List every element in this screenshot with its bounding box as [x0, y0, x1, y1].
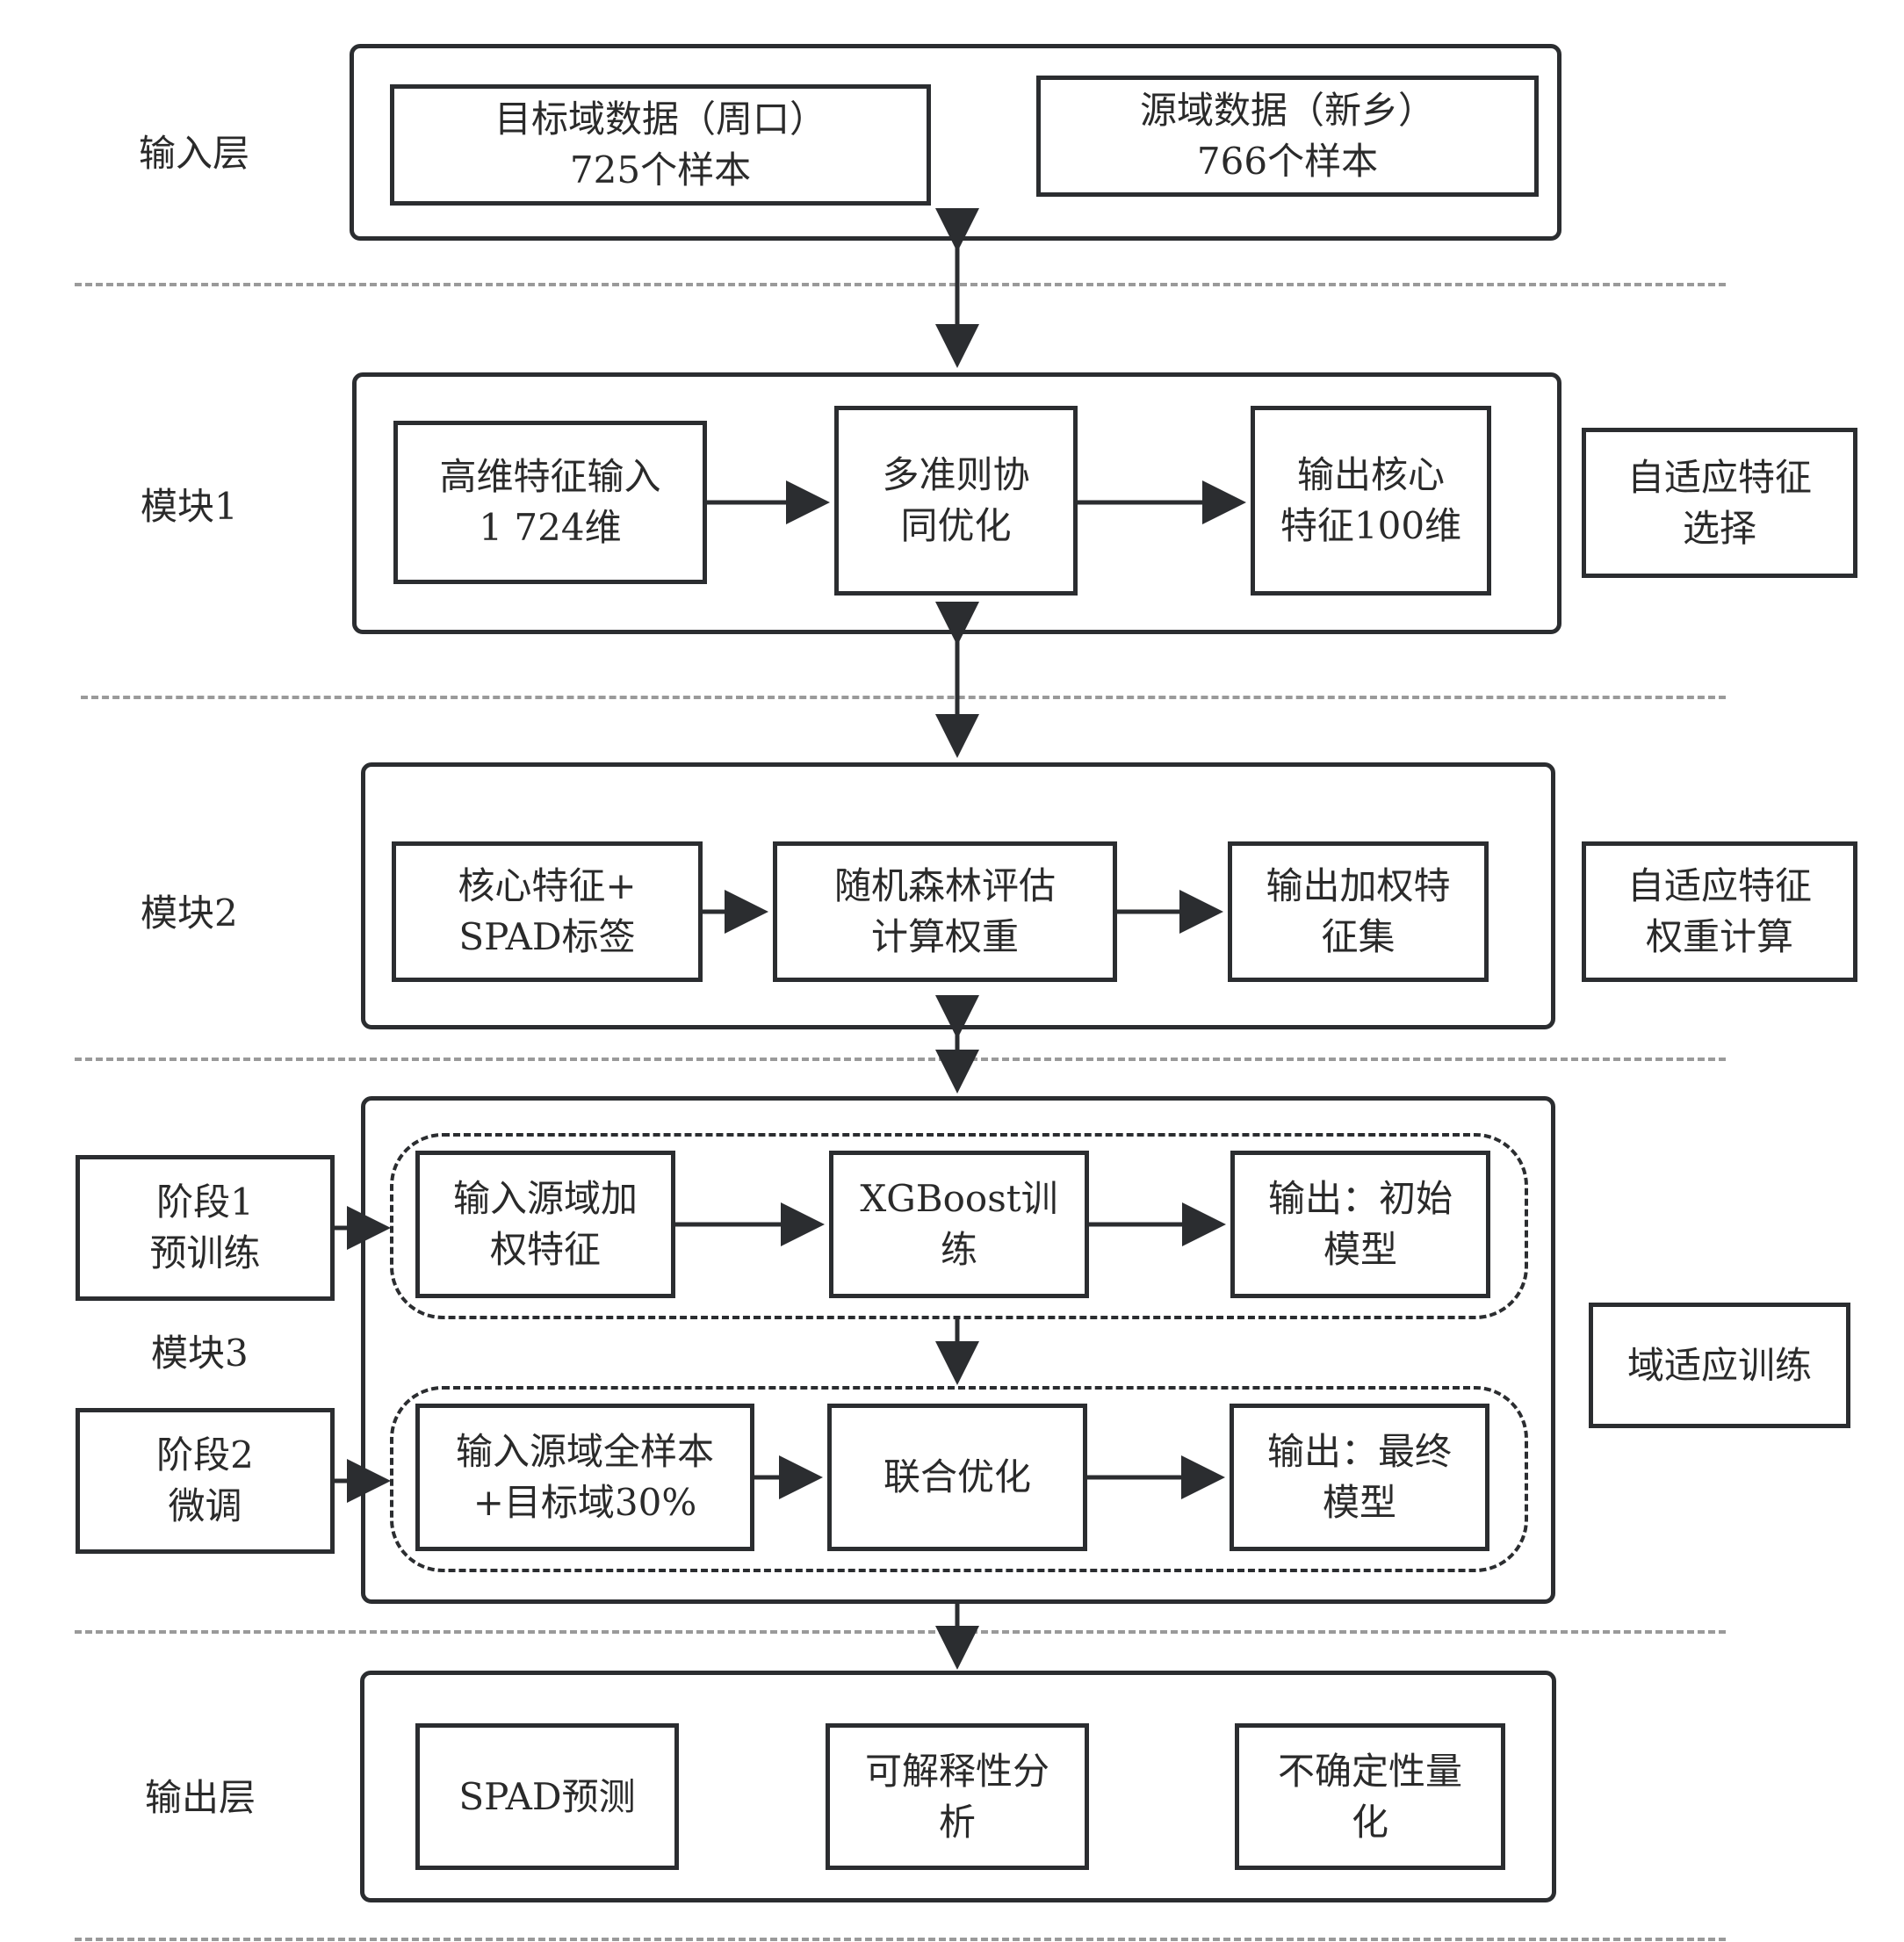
module2-side-label-box: 自适应特征 权重计算 [1582, 841, 1857, 982]
stage2-step-full-input: 输入源域全样本 +目标域30% [415, 1404, 754, 1551]
step-text-line2: 特征100维 [1280, 504, 1462, 547]
step-text-line1: 输出加权特 [1266, 864, 1451, 907]
step-text-line2: +目标域30% [472, 1481, 697, 1524]
target-domain-title: 目标域数据（周口） [494, 97, 826, 141]
separator-4 [75, 1630, 1726, 1634]
source-domain-title: 源域数据（新乡） [1139, 89, 1435, 132]
module1-label: 模块1 [141, 485, 238, 528]
step-text-line1: 核心特征+ [458, 864, 637, 907]
output-text-line1: SPAD预测 [458, 1774, 636, 1818]
module1-step-high-dim-input: 高维特征输入 1 724维 [393, 421, 707, 584]
step-text-line1: 输出：最终 [1266, 1430, 1452, 1473]
side-text-line2: 选择 [1682, 506, 1756, 550]
stage2-step-joint-optimization: 联合优化 [827, 1404, 1087, 1551]
step-text-line1: 联合优化 [883, 1455, 1031, 1498]
step-text-line1: XGBoost训 [860, 1177, 1058, 1220]
stage1-step-xgboost: XGBoost训 练 [829, 1151, 1089, 1298]
step-text-line2: 1 724维 [479, 506, 622, 549]
step-text-line2: 同优化 [900, 504, 1012, 547]
module2-step-random-forest: 随机森林评估 计算权重 [773, 841, 1117, 982]
side-text-line1: 自适应特征 [1626, 864, 1812, 907]
module2-label: 模块2 [141, 892, 238, 935]
output-text-line1: 可解释性分 [864, 1749, 1049, 1793]
step-text-line1: 高维特征输入 [439, 455, 661, 498]
source-domain-count: 766个样本 [1196, 140, 1379, 183]
stage1-step-initial-model: 输出：初始 模型 [1230, 1151, 1490, 1298]
step-text-line1: 随机森林评估 [833, 864, 1056, 907]
step-text-line2: 练 [940, 1228, 977, 1271]
module2-step-core-features: 核心特征+ SPAD标签 [392, 841, 703, 982]
stage-tag-line1: 阶段1 [156, 1180, 254, 1224]
output-layer-label: 输出层 [145, 1776, 256, 1819]
separator-2 [81, 696, 1726, 699]
stage-tag-line1: 阶段2 [156, 1433, 254, 1476]
step-text-line1: 输入源域全样本 [455, 1430, 714, 1473]
step-text-line1: 多准则协 [882, 453, 1030, 496]
separator-1 [75, 283, 1726, 286]
module1-side-label-box: 自适应特征 选择 [1582, 428, 1857, 578]
stage-tag-line2: 预训练 [149, 1231, 261, 1274]
stage-tag-line2: 微调 [168, 1484, 242, 1527]
separator-3 [75, 1058, 1726, 1061]
stage1-group [390, 1133, 1528, 1319]
target-domain-data-box: 目标域数据（周口） 725个样本 [390, 84, 931, 206]
stage2-step-final-model: 输出：最终 模型 [1230, 1404, 1489, 1551]
module3-label: 模块3 [151, 1332, 249, 1375]
step-text-line2: 权特征 [489, 1228, 601, 1271]
step-text-line2: 征集 [1321, 915, 1396, 958]
target-domain-count: 725个样本 [569, 148, 752, 191]
stage1-step-weighted-input: 输入源域加 权特征 [415, 1151, 675, 1298]
input-layer-label: 输入层 [139, 132, 250, 175]
step-text-line2: 模型 [1322, 1481, 1396, 1524]
module1-step-multi-criteria: 多准则协 同优化 [834, 406, 1078, 596]
module3-side-label-box: 域适应训练 [1589, 1303, 1850, 1428]
step-text-line1: 输出：初始 [1267, 1177, 1453, 1220]
module2-step-weighted-output: 输出加权特 征集 [1228, 841, 1489, 982]
stage2-group [390, 1386, 1528, 1572]
output-uncertainty: 不确定性量 化 [1235, 1723, 1505, 1870]
output-spad-prediction: SPAD预测 [415, 1723, 679, 1870]
module1-step-core-output: 输出核心 特征100维 [1251, 406, 1491, 596]
side-text-line2: 权重计算 [1645, 915, 1793, 958]
source-domain-data-box: 源域数据（新乡） 766个样本 [1036, 76, 1539, 197]
step-text-line2: SPAD标签 [458, 915, 636, 958]
step-text-line1: 输出核心 [1296, 453, 1445, 496]
stage1-tag-box: 阶段1 预训练 [76, 1155, 335, 1301]
side-text-line1: 自适应特征 [1626, 455, 1812, 499]
step-text-line2: 模型 [1323, 1228, 1397, 1271]
separator-5 [75, 1938, 1726, 1941]
step-text-line2: 计算权重 [870, 915, 1019, 958]
output-text-line2: 化 [1351, 1800, 1388, 1844]
output-text-line2: 析 [938, 1800, 976, 1844]
step-text-line1: 输入源域加 [452, 1177, 638, 1220]
side-text-line1: 域适应训练 [1626, 1343, 1812, 1387]
output-interpretability: 可解释性分 析 [826, 1723, 1089, 1870]
stage2-tag-box: 阶段2 微调 [76, 1408, 335, 1554]
output-text-line1: 不确定性量 [1277, 1749, 1462, 1793]
